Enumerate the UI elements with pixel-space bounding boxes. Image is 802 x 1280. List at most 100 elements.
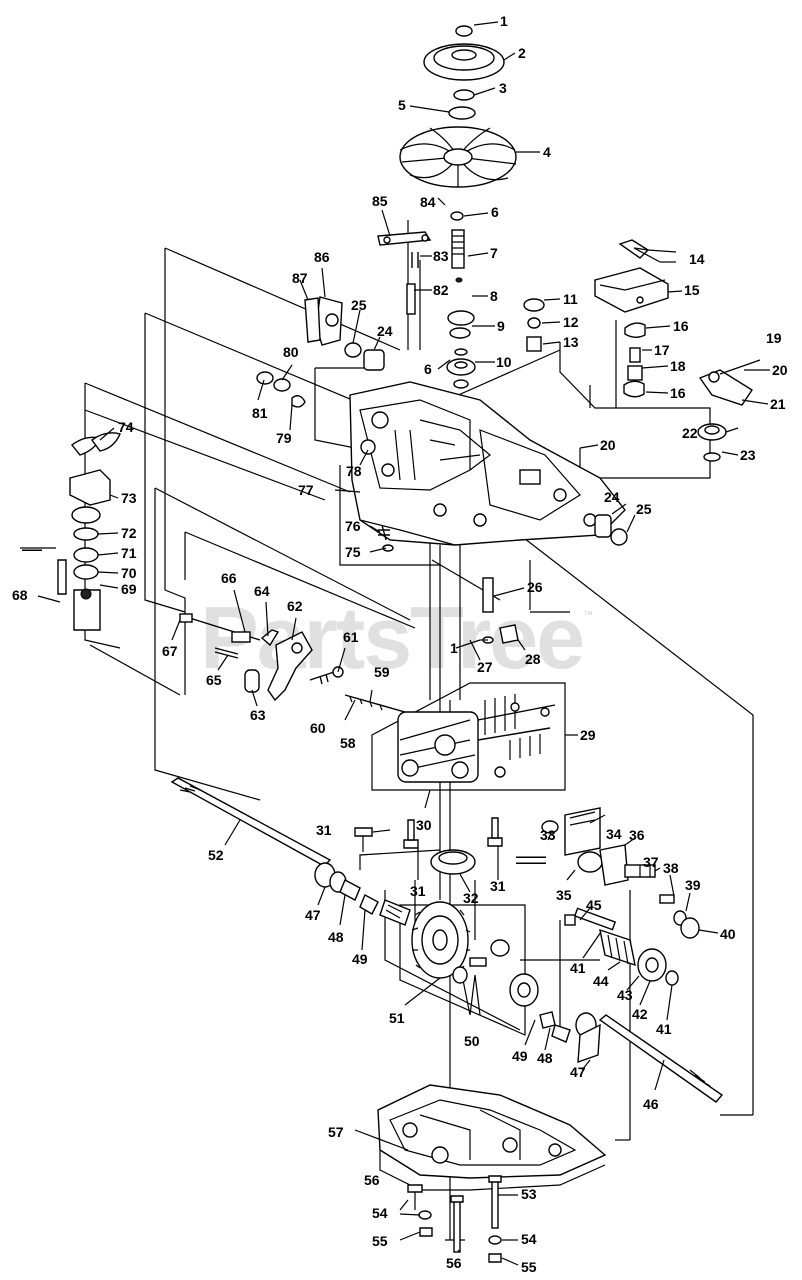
callout-60: 60: [310, 720, 326, 736]
callout-68: 68: [12, 587, 28, 603]
callout-76: 76: [345, 518, 361, 534]
axle-46: [598, 1014, 724, 1103]
callout-9: 9: [497, 318, 505, 334]
callout-54a: 54: [372, 1205, 388, 1221]
callout-71: 71: [121, 545, 137, 561]
bolts-31: [354, 817, 503, 875]
callout-58: 58: [340, 735, 356, 751]
bracket-34: [564, 807, 601, 856]
callout-38: 38: [663, 860, 679, 876]
callout-34: 34: [606, 826, 622, 842]
callout-33: 33: [540, 827, 556, 843]
right-linkage-parts: [594, 239, 761, 462]
fan-hub: [448, 106, 476, 120]
callout-81: 81: [252, 405, 268, 421]
callout-27: 27: [477, 659, 493, 675]
center-block-parts: [397, 577, 556, 783]
callout-8: 8: [490, 288, 498, 304]
callout-56b: 56: [446, 1255, 462, 1271]
lower-housing: [377, 1084, 607, 1191]
svg-text:▬▬▬▬▬▬: ▬▬▬▬▬▬: [516, 854, 546, 860]
pin-26: [482, 577, 494, 613]
right-axle: [539, 1011, 724, 1103]
callout-56a: 56: [364, 1172, 380, 1188]
callout-3: 3: [499, 80, 507, 96]
callout-50: 50: [464, 1033, 480, 1049]
cooling-fan: [399, 126, 517, 188]
callout-64: 64: [254, 583, 270, 599]
callout-21: 21: [770, 396, 786, 412]
callout-48a: 48: [328, 929, 344, 945]
callout-80: 80: [283, 344, 299, 360]
callout-86: 86: [314, 249, 330, 265]
callout-49a: 49: [352, 951, 368, 967]
callout-labels: 1 2 3 5 4 84 6 85 7 83 86 87 82 8 25 9 2…: [12, 13, 788, 1275]
callout-87: 87: [292, 270, 308, 286]
callout-23: 23: [740, 447, 756, 463]
callout-44: 44: [593, 973, 609, 989]
callout-85: 85: [372, 193, 388, 209]
left-axle: [170, 777, 411, 926]
callout-47a: 47: [305, 907, 321, 923]
callout-35: 35: [556, 887, 572, 903]
seal-cap-68: [73, 589, 101, 631]
callout-39: 39: [685, 877, 701, 893]
callout-20b: 20: [600, 437, 616, 453]
callout-31c: 31: [490, 878, 506, 894]
callout-25a: 25: [351, 297, 367, 313]
callout-78: 78: [346, 463, 362, 479]
callout-22: 22: [682, 425, 698, 441]
callout-5: 5: [398, 97, 406, 113]
callout-4: 4: [543, 144, 551, 160]
callout-48b: 48: [537, 1050, 553, 1066]
callout-49b: 49: [512, 1048, 528, 1064]
callout-69: 69: [121, 581, 137, 597]
callout-36: 36: [629, 827, 645, 843]
trademark-symbol: ™: [583, 610, 593, 621]
svg-text:▬▬▬▬: ▬▬▬▬: [22, 547, 42, 553]
callout-18: 18: [670, 358, 686, 374]
callout-7: 7: [490, 245, 498, 261]
callout-84: 84: [420, 194, 436, 210]
brake-linkage-parts: [179, 613, 441, 723]
callout-59: 59: [374, 664, 390, 680]
callout-31b: 31: [410, 883, 426, 899]
callout-51: 51: [389, 1010, 405, 1026]
callout-45: 45: [586, 897, 602, 913]
callout-65: 65: [206, 672, 222, 688]
callout-30: 30: [416, 817, 432, 833]
control-lever: [377, 231, 432, 246]
callout-29: 29: [580, 727, 596, 743]
input-shaft: [451, 229, 465, 269]
callout-55b: 55: [521, 1259, 537, 1275]
callout-32: 32: [463, 890, 479, 906]
svg-text:▬▬▬▬▬▬: ▬▬▬▬▬▬: [516, 860, 546, 866]
callout-47b: 47: [570, 1064, 586, 1080]
callout-37: 37: [643, 854, 659, 870]
callout-1: 1: [500, 13, 508, 29]
callout-20a: 20: [772, 362, 788, 378]
callout-6b: 6: [424, 361, 432, 377]
callout-67: 67: [162, 643, 178, 659]
control-lever-parts: [256, 231, 432, 408]
callout-16: 16: [673, 318, 689, 334]
callout-63: 63: [250, 707, 266, 723]
callout-14: 14: [689, 251, 705, 267]
callout-19: 19: [766, 330, 782, 346]
callout-6: 6: [491, 204, 499, 220]
callout-26: 26: [527, 579, 543, 595]
bottom-bolts: [407, 1175, 502, 1263]
callout-70: 70: [121, 565, 137, 581]
callout-24a: 24: [377, 323, 393, 339]
callout-40: 40: [720, 926, 736, 942]
callout-10: 10: [496, 354, 512, 370]
callout-43: 43: [617, 987, 633, 1003]
callout-24b: 24: [604, 489, 620, 505]
callout-41a: 41: [570, 960, 586, 976]
callout-62: 62: [287, 598, 303, 614]
callout-75: 75: [345, 544, 361, 560]
seal-carrier-73: [69, 469, 111, 506]
callout-42: 42: [632, 1006, 648, 1022]
